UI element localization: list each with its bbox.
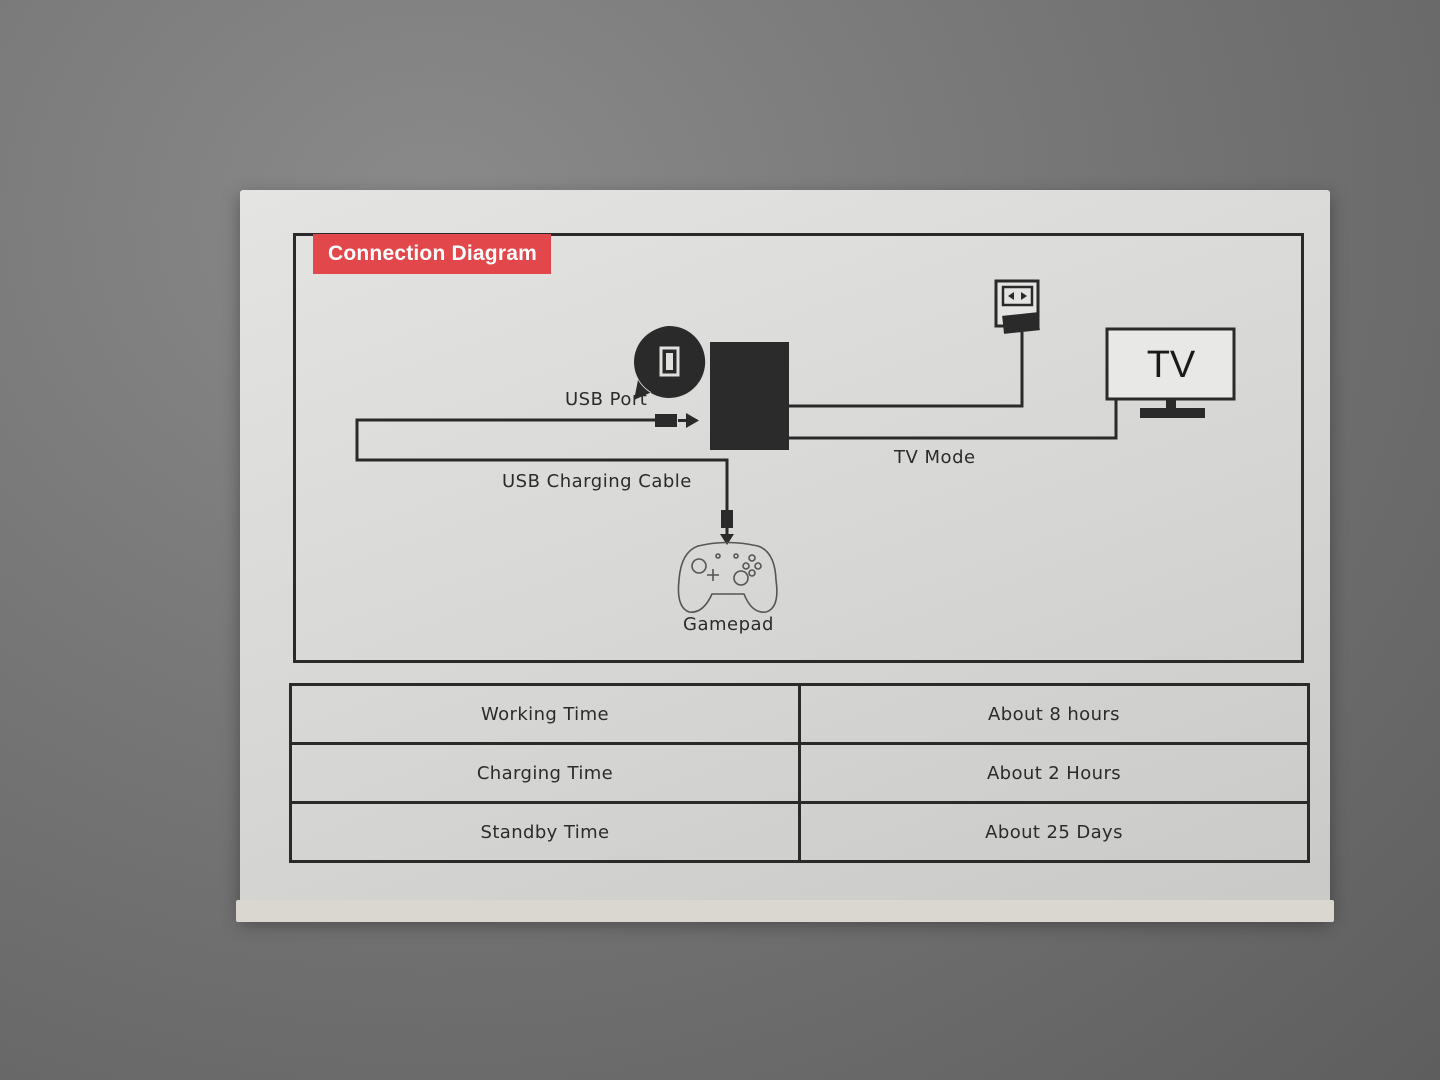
usb-port-label: USB Port [565, 389, 648, 410]
usb-c-plug-icon [720, 510, 734, 545]
connection-lines [355, 332, 1118, 510]
usb-charging-cable-label: USB Charging Cable [502, 471, 692, 492]
connection-diagram-panel [293, 233, 1304, 663]
spec-label: Standby Time [289, 801, 801, 863]
spec-value: About 25 Days [798, 801, 1310, 863]
table-row: Standby Time About 25 Days [289, 801, 1310, 863]
spec-value: About 8 hours [798, 683, 1310, 745]
tv-label: TV [1146, 344, 1196, 386]
gamepad-label: Gamepad [683, 614, 774, 635]
diagram-title: Connection Diagram [313, 234, 551, 274]
dock-icon [710, 342, 789, 450]
usb-plug-icon [655, 413, 699, 428]
gamepad-icon [677, 541, 778, 613]
spec-label: Working Time [289, 683, 801, 745]
power-adapter-icon [994, 279, 1040, 334]
usb-port-icon [634, 325, 706, 400]
table-row: Working Time About 8 hours [289, 683, 1310, 745]
tv-cable [788, 398, 1118, 440]
tv-icon [1105, 327, 1236, 418]
spec-table: Working Time About 8 hours Charging Time… [289, 683, 1310, 863]
box-rim [236, 900, 1334, 922]
spec-value: About 2 Hours [798, 742, 1310, 804]
table-row: Charging Time About 2 Hours [289, 742, 1310, 804]
usb-charging-cable [355, 418, 729, 510]
spec-label: Charging Time [289, 742, 801, 804]
adapter-cable [788, 332, 1024, 408]
tv-mode-label: TV Mode [894, 447, 976, 468]
